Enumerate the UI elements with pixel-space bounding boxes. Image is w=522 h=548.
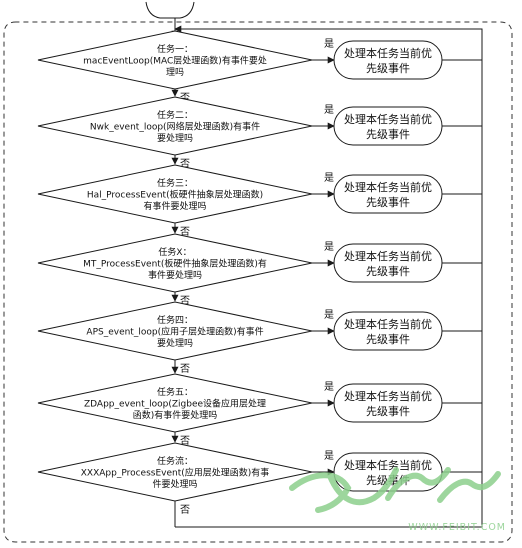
condition-text: 件要处理吗	[152, 478, 197, 490]
action-text: 先级事件	[366, 128, 410, 141]
condition-text: 函数)有事件要处理吗	[133, 409, 218, 421]
loop-back-line	[174, 25, 483, 528]
condition-text: 要处理吗	[157, 337, 193, 349]
condition-text: Hal_ProcessEvent(板硬件抽象层处理函数)	[87, 189, 263, 201]
action-text: 处理本任务当前优	[344, 317, 432, 331]
no-label: 否	[180, 92, 190, 104]
action-text: 处理本任务当前优	[344, 458, 432, 472]
no-label: 否	[180, 158, 190, 170]
condition-text: macEventLoop(MAC层处理函数)有事件要处	[83, 55, 267, 67]
condition-text: ZDApp_event_loop(Zigbee设备应用层处理	[84, 398, 266, 410]
condition-text: 任务三：	[157, 177, 193, 189]
condition-text: 要处理吗	[157, 132, 193, 144]
condition-text: 任务流：	[157, 455, 193, 467]
condition-text: APS_event_loop(应用子层处理函数)有事件	[86, 326, 263, 338]
condition-text: 有事件要处理吗	[143, 200, 206, 212]
yes-label: 是	[324, 241, 334, 253]
no-label: 否	[180, 295, 190, 307]
action-text: 处理本任务当前优	[344, 180, 432, 194]
action-text: 先级事件	[366, 62, 410, 75]
action-text: 先级事件	[366, 405, 410, 418]
condition-text: 任务X：	[158, 246, 191, 258]
step-4: 任务X：MT_ProcessEvent(板硬件抽象层处理函数)有事件要处理吗 是处…	[37, 233, 482, 307]
action-text: 先级事件	[366, 196, 410, 209]
yes-label: 是	[324, 450, 334, 462]
no-label: 否	[180, 226, 190, 238]
condition-text: 理吗	[166, 67, 184, 78]
condition-text: 任务五：	[157, 386, 193, 398]
step-5: 任务四：APS_event_loop(应用子层处理函数)有事件要处理吗 是处理本任…	[37, 301, 482, 375]
feibit-watermark: WWW.FEIBIT.COM	[289, 467, 506, 533]
action-text: 先级事件	[366, 333, 410, 346]
condition-text: XXXApp_ProcessEvent(应用层处理函数)有事	[81, 467, 270, 479]
step-3: 任务三：Hal_ProcessEvent(板硬件抽象层处理函数)有事件要处理吗 是…	[37, 164, 482, 238]
yes-label: 是	[324, 172, 334, 184]
action-text: 处理本任务当前优	[344, 46, 432, 60]
yes-label: 是	[324, 309, 334, 321]
watermark-text: WWW.FEIBIT.COM	[408, 522, 506, 533]
entry-arc	[145, 1, 195, 19]
condition-text: Nwk_event_loop(网络层处理函数)有事件	[90, 121, 260, 133]
action-text: 处理本任务当前优	[344, 389, 432, 403]
no-label: 否	[180, 363, 190, 375]
yes-label: 是	[324, 381, 334, 393]
yes-label: 是	[324, 104, 334, 116]
no-label: 否	[180, 435, 190, 447]
action-text: 先级事件	[366, 265, 410, 278]
step-7: 任务流：XXXApp_ProcessEvent(应用层处理函数)有事件要处理吗 是…	[37, 442, 482, 527]
yes-label: 是	[324, 38, 334, 50]
step-2: 任务二：Nwk_event_loop(网络层处理函数)有事件要处理吗 是处理本任务…	[37, 96, 482, 170]
step-1: 任务一：macEventLoop(MAC层处理函数)有事件要处理吗 是处理本任务当…	[37, 30, 482, 104]
condition-text: 任务一：	[157, 43, 193, 55]
condition-text: 事件要处理吗	[148, 269, 202, 281]
no-label: 否	[180, 504, 190, 516]
outer-dashed-frame	[3, 21, 513, 543]
condition-text: 任务四：	[157, 314, 193, 326]
step-6: 任务五：ZDApp_event_loop(Zigbee设备应用层处理函数)有事件…	[37, 373, 482, 447]
condition-text: 任务二：	[157, 109, 193, 121]
condition-text: MT_ProcessEvent(板硬件抽象层处理函数)有	[83, 258, 267, 270]
action-text: 处理本任务当前优	[344, 249, 432, 263]
action-text: 处理本任务当前优	[344, 112, 432, 126]
